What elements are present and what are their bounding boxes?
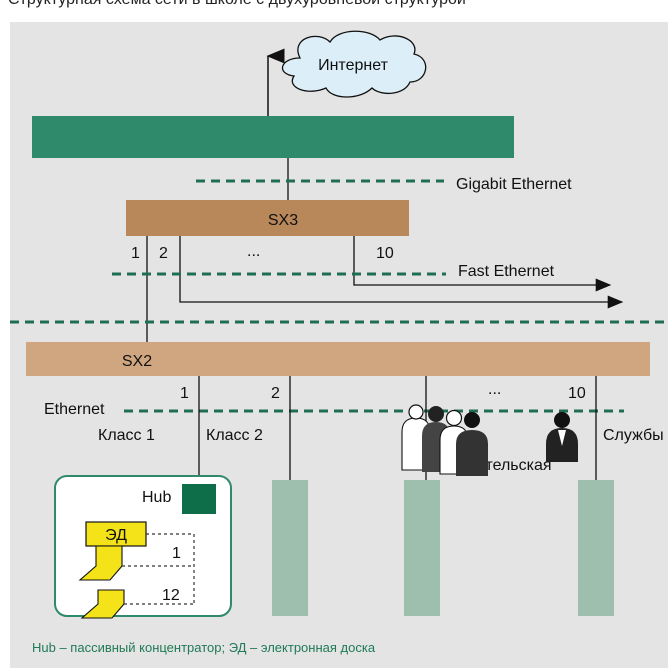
core-switch <box>32 116 514 158</box>
ethernet-label: Ethernet <box>44 401 105 418</box>
services-label: Службы <box>603 427 664 444</box>
class2-column <box>272 480 308 616</box>
sx3-label: SX3 <box>268 212 298 229</box>
cloud-icon <box>282 30 427 98</box>
services-column <box>578 480 614 616</box>
class1-label: Класс 1 <box>98 427 155 444</box>
services-person-icon <box>546 412 578 462</box>
sx3-port10-label: 10 <box>376 245 394 262</box>
internet-label: Интернет <box>318 57 388 74</box>
cropped-header-text: Структурная схема сети в школе с двухуро… <box>8 0 466 9</box>
internet-cloud: Интернет <box>282 30 427 98</box>
board-12-icon <box>80 589 125 619</box>
sx2-ellipsis: ... <box>488 381 501 398</box>
sx2-label: SX2 <box>122 353 152 370</box>
fast-ethernet-label: Fast Ethernet <box>458 263 555 280</box>
cropped-header: Структурная схема сети в школе с двухуро… <box>0 0 668 22</box>
board-12-number: 12 <box>162 587 180 604</box>
sx3-port1-label: 1 <box>131 245 140 262</box>
sx3-ellipsis: ... <box>247 243 260 260</box>
sx2-port1-label: 1 <box>180 385 189 402</box>
sx3-port2-label: 2 <box>159 245 168 262</box>
sx2-port2-label: 2 <box>271 385 280 402</box>
hub-icon <box>182 484 216 514</box>
sx3-port2-arrow <box>179 236 624 309</box>
hub-label: Hub <box>142 489 171 506</box>
teachers-column <box>404 480 440 616</box>
board-1-number: 1 <box>172 545 181 562</box>
smartboard-label: ЭД <box>105 527 127 544</box>
gigabit-ethernet-label: Gigabit Ethernet <box>456 176 572 193</box>
board-1-icon <box>78 545 123 581</box>
legend-text: Hub – пассивный концентратор; ЭД – элект… <box>32 640 376 655</box>
sx3-port10-arrow <box>353 236 612 292</box>
sx2-switch <box>26 342 650 376</box>
sx2-port10-label: 10 <box>568 385 586 402</box>
teachers-people-icon <box>401 404 488 476</box>
class2-label: Класс 2 <box>206 427 263 444</box>
sx3-switch <box>126 200 409 236</box>
